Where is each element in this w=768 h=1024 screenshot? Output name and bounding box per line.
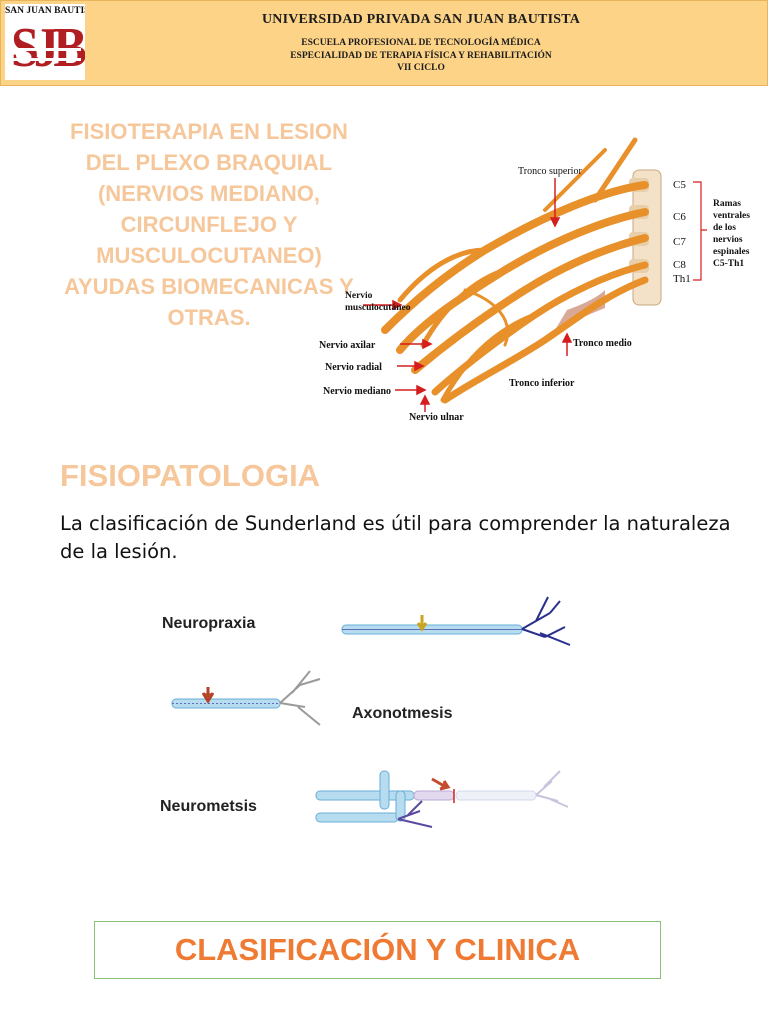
label-tronco-inferior: Tronco inferior xyxy=(509,378,575,389)
label-tronco-superior: Tronco superior xyxy=(518,166,582,177)
axonotmesis-axon xyxy=(171,670,321,726)
title-line: (NERVIOS MEDIANO, xyxy=(97,181,321,206)
school-name: ESCUELA PROFESIONAL DE TECNOLOGÍA MÉDICA xyxy=(301,38,541,48)
roots-bracket xyxy=(693,181,707,281)
label-root-c5: C5 xyxy=(673,179,686,191)
university-logo: SAN JUAN BAUTISTA SJB xyxy=(5,4,85,80)
presentation-title: FISIOTERAPIA EN LESION DEL PLEXO BRAQUIA… xyxy=(30,116,388,333)
title-line: DEL PLEXO BRAQUIAL xyxy=(85,150,333,175)
neuropraxia-axon xyxy=(341,596,571,646)
label-ramas-line: nervios xyxy=(713,235,743,245)
label-nervio-axilar: Nervio axilar xyxy=(319,340,376,351)
nerve-trunks xyxy=(381,137,649,404)
classification-box: CLASIFICACIÓN Y CLINICA xyxy=(94,921,661,979)
label-ramas-line: C5-Th1 xyxy=(713,259,744,269)
logo-text: SAN JUAN BAUTISTA xyxy=(5,6,85,16)
description-text: La clasificación de Sunderland es útil p… xyxy=(60,512,731,563)
label-ramas-line: ventrales xyxy=(713,211,750,221)
label-musculocutaneo: Nervio xyxy=(345,291,373,301)
title-line: OTRAS. xyxy=(167,305,251,330)
university-name: UNIVERSIDAD PRIVADA SAN JUAN BAUTISTA xyxy=(261,12,581,27)
label-ramas-line: de los xyxy=(713,223,736,233)
brachial-plexus-diagram: Tronco superior C5 C6 C7 C8 Th1 Ramas ve… xyxy=(319,137,750,423)
label-axonotmesis: Axonotmesis xyxy=(352,705,453,722)
label-root-c7: C7 xyxy=(673,236,686,248)
section-heading: FISIOPATOLOGIA xyxy=(60,458,321,493)
label-musculocutaneo: musculocutáneo xyxy=(345,303,411,313)
title-line: FISIOTERAPIA EN LESION xyxy=(70,119,348,144)
label-root-th1: Th1 xyxy=(673,273,691,285)
label-root-c6: C6 xyxy=(673,211,686,223)
neurotmesis-axon xyxy=(315,770,569,828)
label-nervio-ulnar: Nervio ulnar xyxy=(409,412,464,423)
annotation-arrows xyxy=(363,178,573,412)
header-banner: SAN JUAN BAUTISTA SJB UNIVERSIDAD PRIVAD… xyxy=(0,0,768,86)
logo-stripe xyxy=(11,58,81,61)
nerve-injury-diagram: Neuropraxia Axonotmesis Neurometsis xyxy=(160,596,571,828)
logo-stripe xyxy=(11,48,81,51)
label-nervio-mediano: Nervio mediano xyxy=(323,386,391,397)
label-tronco-medio: Tronco medio xyxy=(573,338,632,349)
label-root-c8: C8 xyxy=(673,259,686,271)
label-neuropraxia: Neuropraxia xyxy=(162,615,255,632)
title-line: CIRCUNFLEJO Y xyxy=(120,212,298,237)
classification-heading: CLASIFICACIÓN Y CLINICA xyxy=(174,932,581,967)
title-line: MUSCULOCUTANEO) xyxy=(96,243,322,268)
label-nervio-radial: Nervio radial xyxy=(325,362,382,373)
label-neurotmesis: Neurometsis xyxy=(160,798,257,815)
specialty-name: ESPECIALIDAD DE TERAPIA FÍSICA Y REHABIL… xyxy=(290,51,552,61)
cycle-label: VII CICLO xyxy=(397,63,445,73)
title-line: AYUDAS BIOMECANICAS Y xyxy=(64,274,354,299)
label-ramas-line: Ramas xyxy=(713,199,741,209)
label-ramas-line: espinales xyxy=(713,247,750,257)
